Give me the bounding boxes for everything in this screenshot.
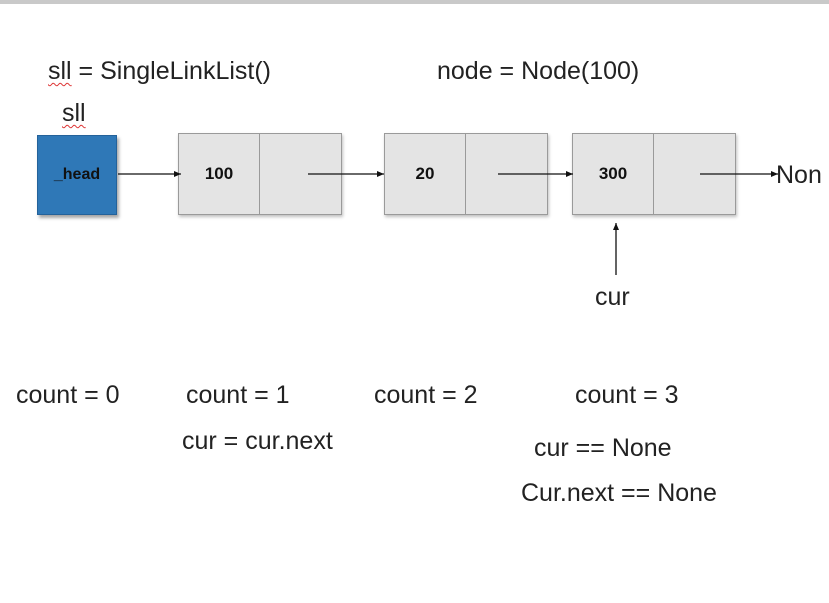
count-0: count = 0 [16, 381, 120, 409]
code-sll-assignment: sll = SingleLinkList() [48, 56, 271, 86]
node-2-next [466, 133, 548, 215]
cur-next-assignment: cur = cur.next [182, 427, 333, 455]
head-label: _head [53, 166, 101, 183]
sll-variable-label: sll [62, 99, 86, 127]
node-1-value: 100 [178, 133, 260, 215]
sll-constructor-call: = SingleLinkList() [71, 57, 272, 85]
count-1: count = 1 [186, 381, 290, 409]
node-3-next [654, 133, 736, 215]
cur-next-none-check: Cur.next == None [521, 479, 717, 507]
node-3: 300 [572, 133, 736, 215]
node-1-next [260, 133, 342, 215]
node-3-value: 300 [572, 133, 654, 215]
slide-canvas: sll = SingleLinkList() node = Node(100) … [0, 4, 829, 603]
code-node-assignment: node = Node(100) [437, 57, 640, 85]
count-3: count = 3 [575, 381, 679, 409]
cur-label: cur [595, 283, 630, 311]
sll-identifier: sll [48, 57, 72, 85]
node-1: 100 [178, 133, 342, 215]
node-2-value: 20 [384, 133, 466, 215]
cur-none-check: cur == None [534, 434, 672, 462]
none-label: Non [776, 161, 822, 189]
count-2: count = 2 [374, 381, 478, 409]
pointer-arrows [118, 171, 778, 275]
head-pointer-box: _head [37, 135, 117, 215]
node-2: 20 [384, 133, 548, 215]
